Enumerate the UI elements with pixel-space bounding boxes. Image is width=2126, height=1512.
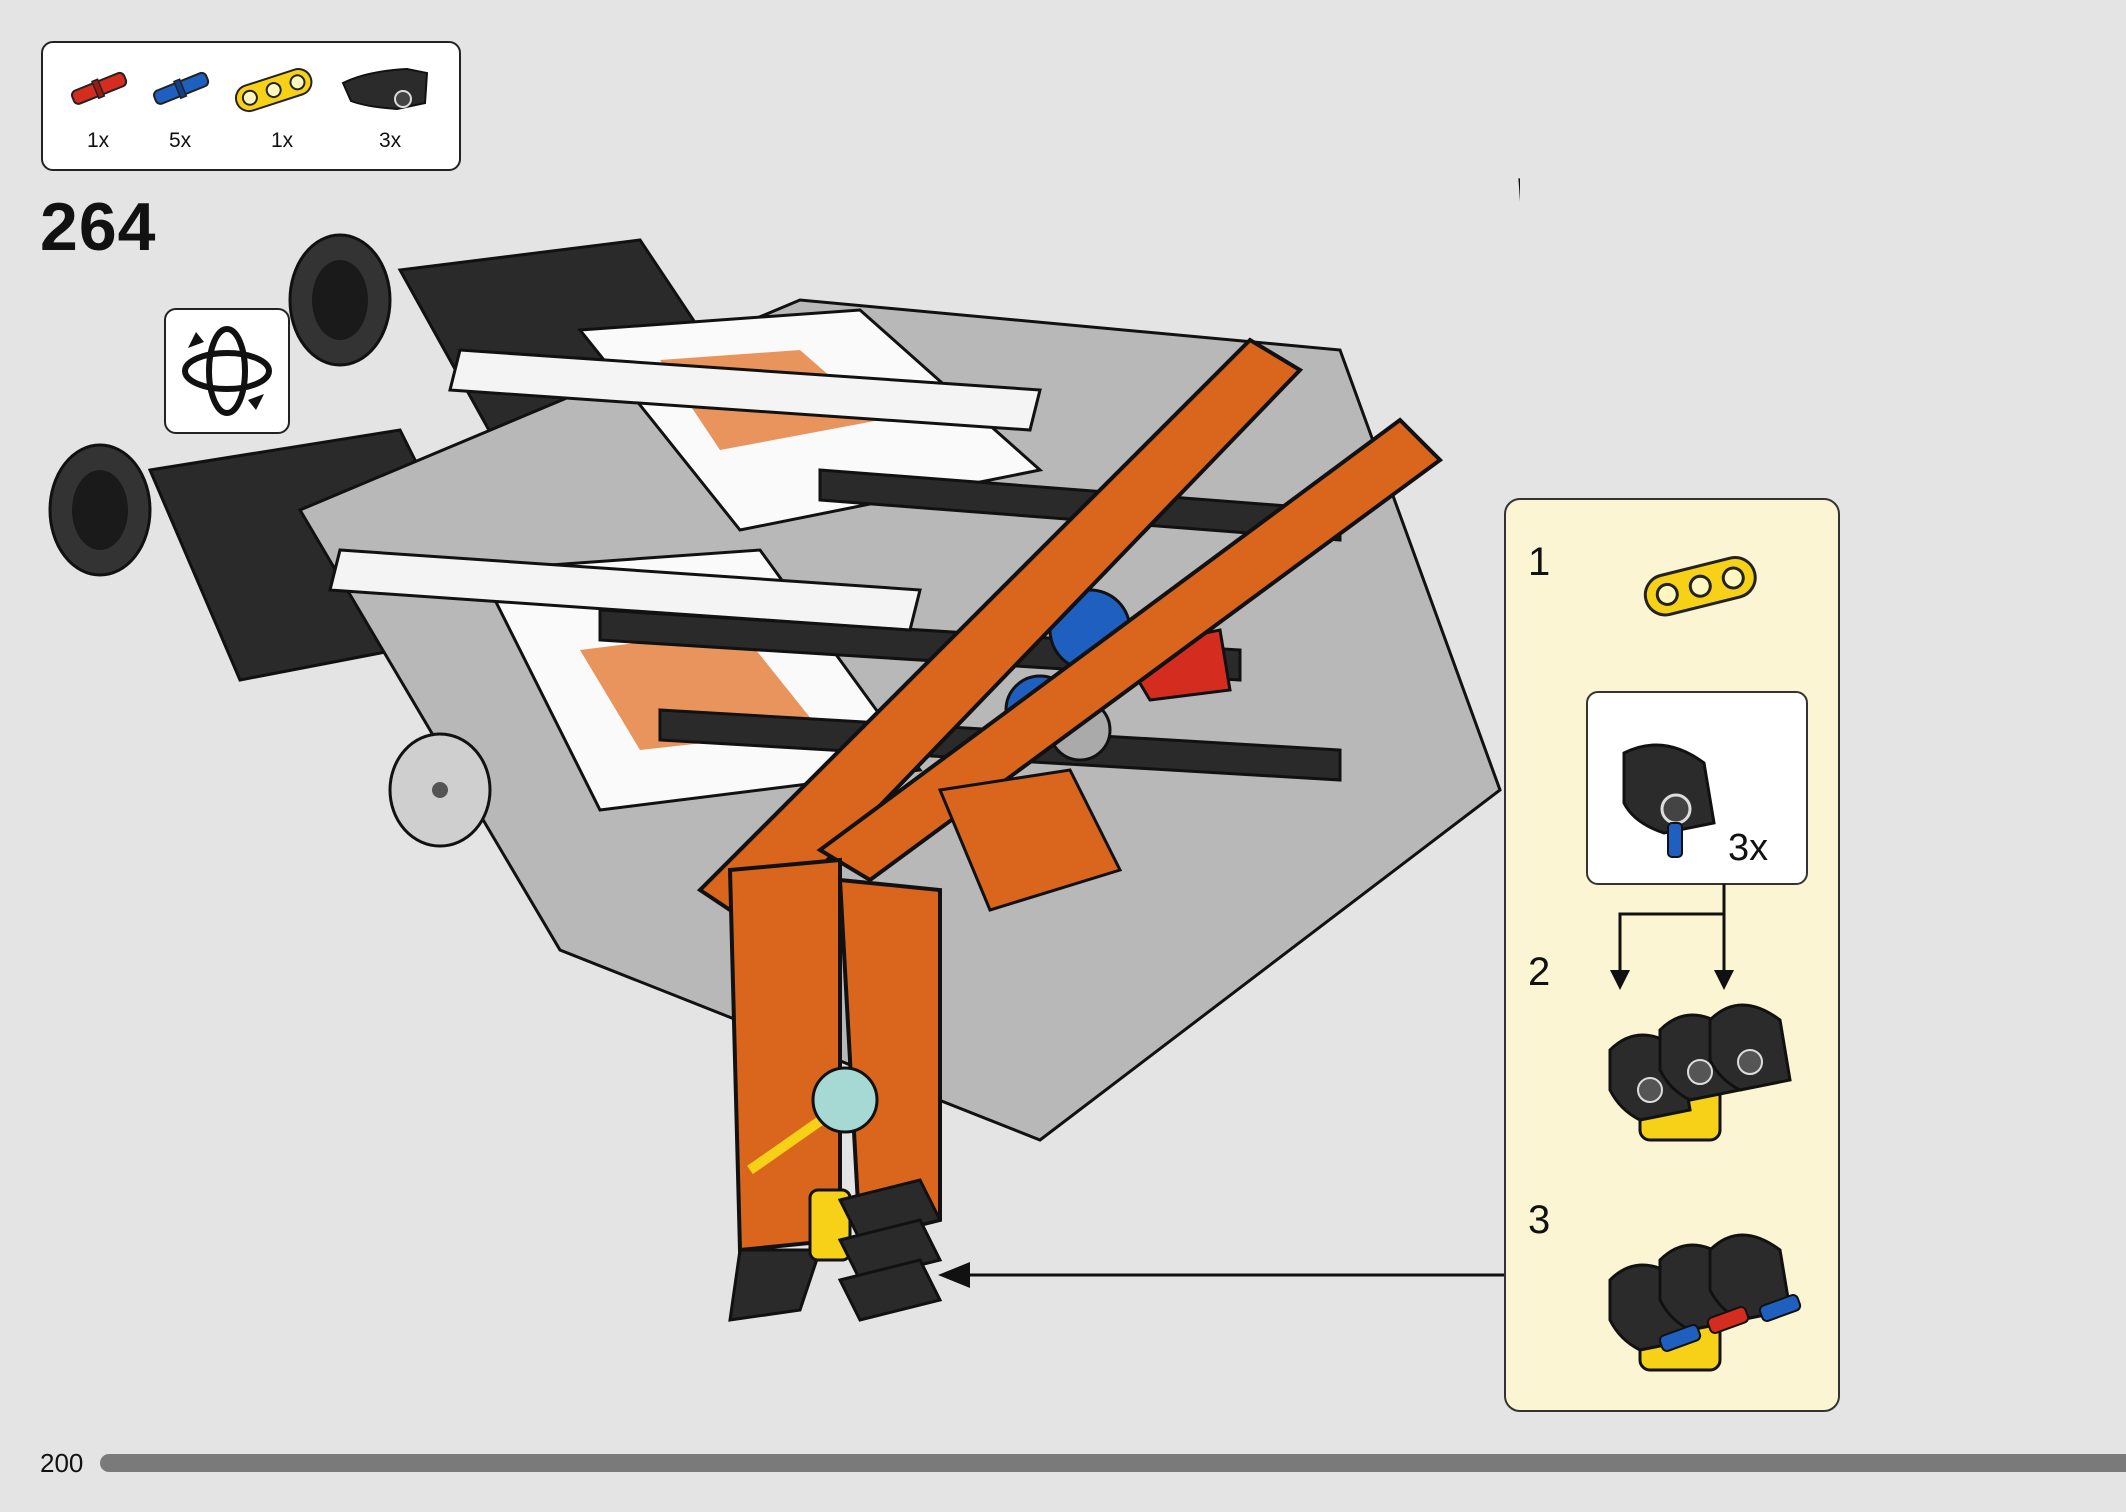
attached-subassembly <box>808 1178 943 1322</box>
substep-callout: 3x <box>1586 691 1808 885</box>
part-red-pin: 1x <box>65 63 155 158</box>
part-quantity: 5x <box>169 129 192 152</box>
progress-bar <box>100 1454 2126 1472</box>
light-connector <box>811 1066 879 1134</box>
substep-2-assembly <box>1608 1003 1792 1142</box>
substep-2-number: 2 <box>1528 950 1551 994</box>
black-panel-icon <box>1622 743 1716 858</box>
part-quantity: 3x <box>379 129 402 152</box>
main-model-illustration <box>48 178 1520 1322</box>
substep-3-number: 3 <box>1528 1198 1551 1242</box>
blue-axle-pin-icon <box>152 71 210 105</box>
rotate-icon-box <box>164 308 290 434</box>
parts-list: 1x 5x 1x 3x <box>41 41 461 171</box>
rotate-model-icon <box>182 326 272 416</box>
part-blue-axle-pin: 5x <box>147 63 237 158</box>
white-beams <box>328 348 1042 632</box>
substep-3-assembly <box>1608 1233 1802 1372</box>
part-quantity: 1x <box>87 129 110 152</box>
placement-arrow <box>938 1262 1506 1288</box>
part-quantity: 1x <box>271 129 294 152</box>
yellow-beam-icon <box>234 68 313 113</box>
part-yellow-beam: 1x <box>229 63 319 158</box>
callout-quantity: 3x <box>1728 827 1769 869</box>
substep-1-number: 1 <box>1528 540 1551 584</box>
black-panel-icon <box>341 67 429 111</box>
step-number: 264 <box>40 189 157 265</box>
yellow-beam-icon <box>1643 556 1757 617</box>
red-pin-icon <box>70 71 128 105</box>
page-number: 200 <box>40 1448 84 1478</box>
callout-arrows <box>1610 884 1734 990</box>
part-black-panel: 3x <box>337 63 429 158</box>
orange-tower-front <box>727 857 942 1322</box>
